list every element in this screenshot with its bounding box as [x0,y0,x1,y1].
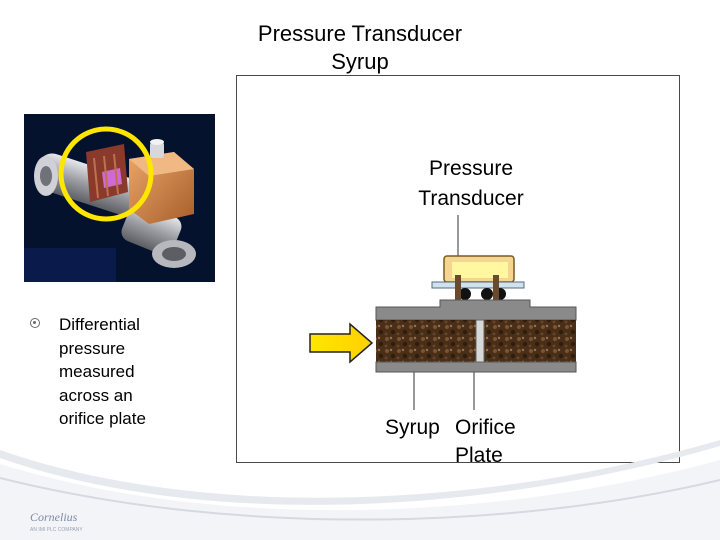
oring-left [459,288,471,300]
transducer-illustration [34,126,196,268]
transducer-photo [24,114,215,282]
label-orifice-plate: Orifice Plate [455,416,516,467]
company-tagline: AN IMI PLC COMPANY [30,527,83,533]
footer-swoosh [0,440,720,540]
orifice-plate [475,319,485,363]
highlight-circle [58,126,154,222]
label-pressure-transducer: Pressure Transducer [418,157,524,210]
oring-center [481,288,493,300]
manifold-top-plate [375,299,577,321]
slide-title: Pressure Transducer Syrup [200,20,520,76]
flow-arrow-icon [309,322,374,364]
title-line-2: Syrup [331,49,389,74]
pressure-port-right [493,275,499,320]
transducer-base [431,281,525,289]
pressure-port-left [455,275,461,320]
title-line-1: Pressure Transducer [257,21,463,46]
label-syrup: Syrup [385,416,440,439]
bullet-icon [30,318,40,328]
photo-caption-block [24,248,116,282]
transducer-sensor [452,262,508,278]
bullet-text: Differential pressure measured across an… [59,315,146,428]
company-logo: Cornelius [30,510,78,524]
manifold-bottom-plate [375,361,577,373]
